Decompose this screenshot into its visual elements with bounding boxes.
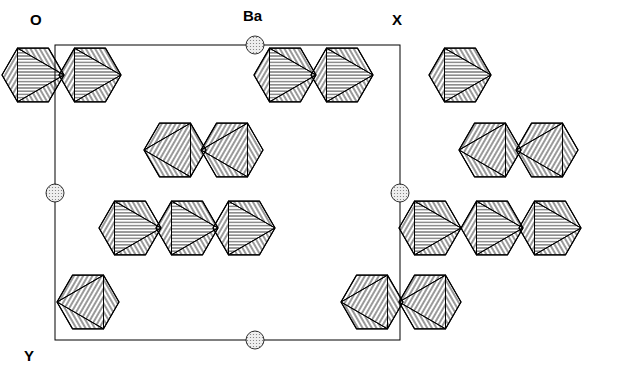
octahedron-outline bbox=[341, 275, 403, 329]
octahedron bbox=[254, 48, 316, 102]
octahedron bbox=[311, 48, 373, 102]
octahedron-face bbox=[535, 201, 582, 255]
octahedron bbox=[59, 48, 121, 102]
octahedron-face bbox=[563, 123, 579, 177]
octahedron-face bbox=[248, 123, 264, 177]
octahedron-face bbox=[270, 48, 317, 102]
octahedron-face bbox=[156, 201, 172, 255]
octahedron-outline bbox=[254, 48, 316, 102]
octahedron-outline bbox=[2, 48, 64, 102]
octahedron-face bbox=[59, 48, 75, 102]
octahedron bbox=[213, 201, 275, 255]
octahedron bbox=[341, 275, 403, 329]
octahedron-face bbox=[327, 48, 374, 102]
octahedron-outline bbox=[144, 123, 206, 177]
octahedron-face bbox=[201, 123, 248, 177]
octahedron bbox=[461, 201, 523, 255]
octahedron-face bbox=[461, 201, 477, 255]
octahedron-face bbox=[144, 123, 191, 177]
octahedron-outline bbox=[429, 48, 491, 102]
ba-atom bbox=[246, 36, 264, 54]
unit-cell bbox=[55, 45, 400, 340]
octahedron-outline bbox=[516, 123, 578, 177]
ba-atom bbox=[246, 331, 264, 349]
octahedron-face bbox=[172, 201, 219, 255]
octahedron-face bbox=[341, 275, 388, 329]
octahedron-outline bbox=[156, 201, 218, 255]
octahedron-face bbox=[2, 48, 18, 102]
octahedron-outline bbox=[461, 201, 523, 255]
octahedron-face bbox=[311, 48, 327, 102]
octahedron-outline bbox=[213, 201, 275, 255]
octahedron-outline bbox=[59, 48, 121, 102]
octahedron-face bbox=[57, 275, 104, 329]
octahedron-outline bbox=[519, 201, 581, 255]
ba-atom bbox=[391, 184, 409, 202]
octahedron-outline bbox=[399, 201, 461, 255]
octahedron bbox=[99, 201, 161, 255]
octahedron-face bbox=[254, 48, 270, 102]
octahedron bbox=[429, 48, 491, 102]
axis-label: Ba bbox=[243, 8, 262, 23]
octahedron-face bbox=[75, 48, 122, 102]
octahedron bbox=[399, 201, 461, 255]
octahedron-face bbox=[445, 48, 492, 102]
octahedron bbox=[459, 123, 521, 177]
octahedron-outline bbox=[57, 275, 119, 329]
octahedron-outline bbox=[201, 123, 263, 177]
octahedron-face bbox=[519, 201, 535, 255]
octahedron-face bbox=[429, 48, 445, 102]
octahedron bbox=[2, 48, 64, 102]
octahedron-face bbox=[477, 201, 524, 255]
octahedron bbox=[519, 201, 581, 255]
octahedron-face bbox=[459, 123, 506, 177]
octahedron bbox=[399, 275, 461, 329]
octahedron bbox=[156, 201, 218, 255]
octahedron-face bbox=[99, 201, 115, 255]
octahedron-outline bbox=[99, 201, 161, 255]
octahedron-outline bbox=[399, 275, 461, 329]
octahedron-face bbox=[516, 123, 563, 177]
octahedron-face bbox=[399, 275, 446, 329]
octahedron-face bbox=[415, 201, 462, 255]
ba-atom bbox=[46, 184, 64, 202]
octahedron-outline bbox=[459, 123, 521, 177]
octahedron bbox=[516, 123, 578, 177]
axis-label: X bbox=[392, 12, 402, 27]
octahedron-face bbox=[213, 201, 229, 255]
axis-label: Y bbox=[24, 348, 34, 363]
octahedron-face bbox=[399, 201, 415, 255]
octahedron-face bbox=[18, 48, 65, 102]
octahedron-face bbox=[446, 275, 462, 329]
octahedron-face bbox=[229, 201, 276, 255]
octahedron bbox=[57, 275, 119, 329]
octahedron bbox=[201, 123, 263, 177]
octahedron-outline bbox=[311, 48, 373, 102]
octahedron bbox=[144, 123, 206, 177]
axis-label: O bbox=[30, 12, 42, 27]
octahedron-face bbox=[115, 201, 162, 255]
octahedron-face bbox=[104, 275, 120, 329]
